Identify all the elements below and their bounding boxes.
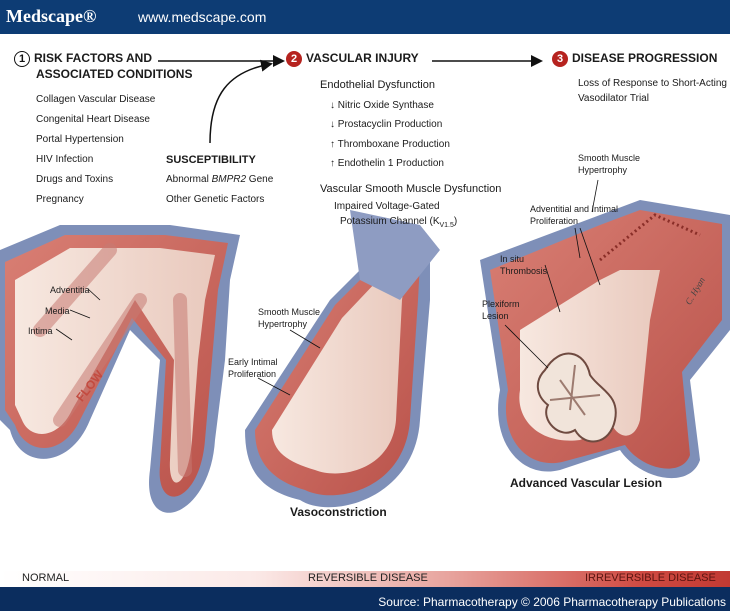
stage-3-title: 3 DISEASE PROGRESSION [552,51,717,67]
stage-1-badge: 1 [14,51,30,67]
scale-irreversible: IRREVERSIBLE DISEASE [585,572,716,584]
susceptibility-arrow [210,64,270,143]
stage-2-title: 2 VASCULAR INJURY [286,51,419,67]
label-advanced-lesion: Advanced Vascular Lesion [510,476,662,490]
risk-factor-item: HIV Infection [36,150,155,170]
label-media: Media [45,305,70,317]
stage-3-badge: 3 [552,51,568,67]
stage-3-title-text: DISEASE PROGRESSION [572,51,717,65]
smooth-muscle-title: Vascular Smooth Muscle Dysfunction [320,180,501,200]
endothelial-item: ↑ Endothelin 1 Production [320,154,501,174]
progression-block: Loss of Response to Short-Acting Vasodil… [578,76,727,106]
risk-factor-item: Portal Hypertension [36,130,155,150]
susceptibility-item-gene: Abnormal BMPR2 Gene [166,170,273,190]
endothelial-item: ↓ Prostacyclin Production [320,115,501,135]
risk-factor-item: Congenital Heart Disease [36,110,155,130]
risk-factor-item: Pregnancy [36,190,155,210]
stage-1-title-line2: ASSOCIATED CONDITIONS [14,67,192,81]
channel-line2: Potassium Channel (KV1.5) [320,214,501,233]
endothelial-item: ↑ Thromboxane Production [320,135,501,155]
label-adventitia: Adventitia [50,284,90,296]
irreversible-vessel [480,200,730,478]
source-citation: Source: Pharmacotherapy © 2006 Pharmacot… [378,595,726,609]
susceptibility-item-other: Other Genetic Factors [166,190,273,210]
label-intima: Intima [28,325,53,337]
stage-2-badge: 2 [286,51,302,67]
susceptibility-block: SUSCEPTIBILITY Abnormal BMPR2 Gene Other… [166,150,273,210]
footer-bar: Source: Pharmacotherapy © 2006 Pharmacot… [0,587,730,611]
endothelial-item: ↓ Nitric Oxide Synthase [320,96,501,116]
progression-line2: Vasodilator Trial [578,91,727,106]
stage-1-title: 1 RISK FACTORS AND ASSOCIATED CONDITIONS [14,51,192,82]
stage-1-title-line1: RISK FACTORS AND [34,51,152,65]
risk-factor-list: Collagen Vascular Disease Congenital Hea… [36,90,155,210]
risk-factor-item: Drugs and Toxins [36,170,155,190]
risk-factor-item: Collagen Vascular Disease [36,90,155,110]
stage-2-title-text: VASCULAR INJURY [306,51,419,65]
normal-vessel [0,225,240,513]
scale-normal: NORMAL [22,572,69,584]
progression-line1: Loss of Response to Short-Acting [578,76,727,91]
disease-scale-bar: NORMAL REVERSIBLE DISEASE IRREVERSIBLE D… [0,571,730,587]
vascular-injury-block: Endothelial Dysfunction ↓ Nitric Oxide S… [320,76,501,233]
scale-reversible: REVERSIBLE DISEASE [308,572,428,584]
endothelial-title: Endothelial Dysfunction [320,76,501,96]
susceptibility-title: SUSCEPTIBILITY [166,150,273,170]
label-vasoconstriction: Vasoconstriction [290,505,387,519]
channel-line1: Impaired Voltage-Gated [320,199,501,214]
